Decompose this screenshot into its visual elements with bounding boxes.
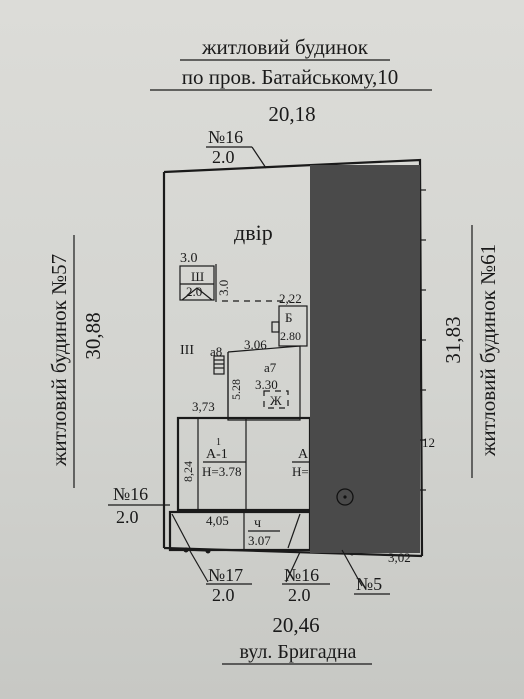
left-dimension: 30,88 (81, 312, 105, 359)
street-dimension: 20,46 (272, 613, 319, 637)
corner-top-number: №16 (208, 127, 243, 147)
top-dimension: 20,18 (268, 102, 315, 126)
house-dim-302: 3,02 (388, 550, 411, 565)
house-dim-824: 8,24 (181, 461, 195, 482)
annex-dim-330: 3.30 (255, 377, 278, 392)
annex-zh-box (263, 390, 289, 409)
right-neighbor-label: житловий будинок №61 (476, 244, 500, 457)
house-label-a1: А-1 (206, 447, 228, 462)
left-neighbor-label: житловий будинок №57 (47, 254, 71, 467)
shed-roof-mark (181, 287, 213, 301)
top-neighbor-line2: по пров. Батайському,10 (182, 65, 399, 89)
annex-dim-528: 5.28 (229, 379, 243, 400)
shed-width: 3.0 (180, 251, 198, 266)
annex-roman: III (180, 343, 194, 358)
corner-left-value: 2.0 (116, 507, 139, 527)
redacted-area (310, 165, 420, 553)
street-name: вул. Бригадна (240, 641, 357, 663)
stairs-icon (213, 355, 225, 375)
corner-br-number: №5 (356, 574, 382, 594)
shed-height: 2.0 (186, 284, 202, 299)
corner-bl-leader (189, 550, 209, 583)
yard-label: двір (234, 220, 273, 245)
building-b-depth: 2.80 (280, 329, 301, 343)
marker-circle-icon (336, 488, 354, 506)
house-height-a1: Н=3.78 (202, 464, 241, 479)
house-label-a-partial: А (298, 447, 309, 462)
porch-ch: ч (254, 516, 261, 531)
building-b-letter: Б (285, 310, 292, 325)
porch-diagonal-right (287, 513, 301, 549)
annex-zh: Ж (270, 393, 282, 408)
corner-bl-number: №17 (208, 565, 243, 585)
house-sup-a1: 1 (216, 437, 221, 448)
porch-dim-307: 3.07 (248, 533, 271, 548)
shed-side: 3.0 (216, 280, 231, 296)
plot-boundary-top-right (163, 158, 424, 557)
corner-top-value: 2.0 (212, 147, 235, 167)
house-right-12: 12 (422, 435, 435, 450)
building-b-step (271, 321, 280, 333)
shed-outline (179, 265, 215, 301)
annex-dim-306: 3.06 (244, 337, 267, 352)
corner-left-number: №16 (113, 484, 148, 504)
corner-bm-number: №16 (284, 565, 319, 585)
corner-bm-leader (285, 551, 301, 583)
corner-br-leader (341, 549, 363, 587)
corner-bm-value: 2.0 (288, 585, 311, 605)
marker-dot-icon (343, 495, 347, 499)
building-b-width: 2,22 (279, 291, 302, 306)
porch-diagonal-left (171, 513, 191, 549)
house-height-partial: Н= (292, 464, 309, 479)
annex-a7: а7 (264, 360, 277, 375)
top-neighbor-line1: житловий будинок (201, 35, 369, 59)
shed-letter: Ш (191, 269, 204, 284)
right-dimension: 31,83 (441, 316, 465, 363)
corner-top-leader (251, 146, 267, 169)
annex-dim-373: 3,73 (192, 399, 215, 414)
porch-dim-405: 4,05 (206, 513, 229, 528)
annex-a8: а8 (210, 344, 222, 359)
corner-bl-value: 2.0 (212, 585, 235, 605)
